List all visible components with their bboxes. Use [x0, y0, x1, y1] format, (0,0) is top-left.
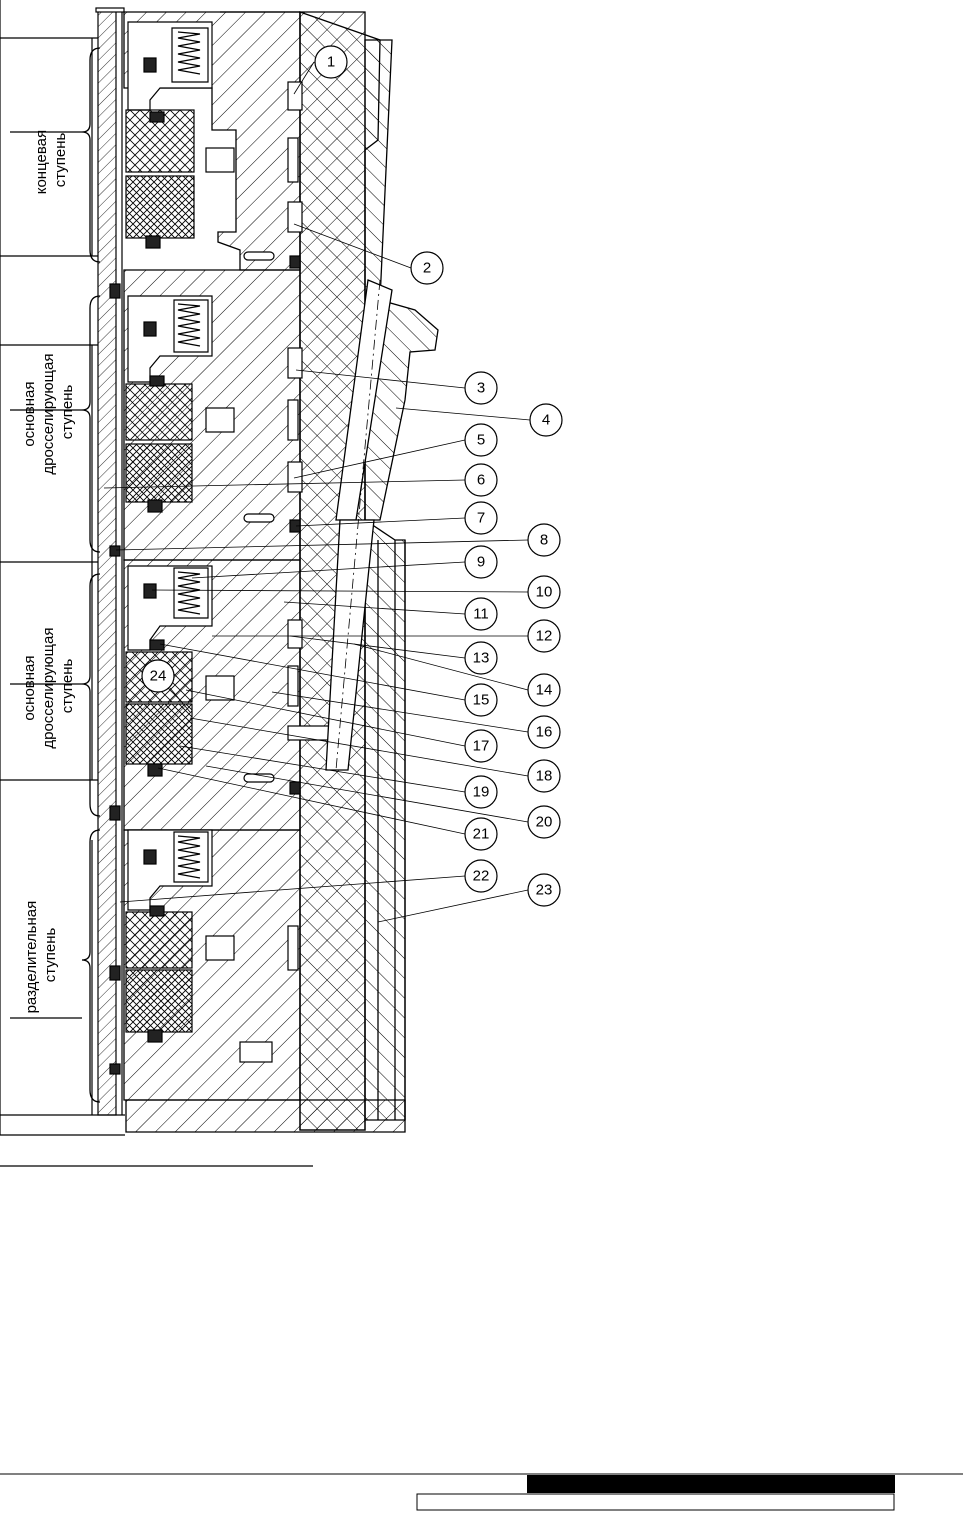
callout-7: 7 [465, 502, 497, 534]
svg-text:24: 24 [150, 668, 167, 685]
stage-label-main-1: основная дросселирующая ступень [21, 349, 76, 474]
svg-text:основная дросселирующая: основная дросселирующая ступень [21, 349, 76, 474]
callout-8: 8 [528, 524, 560, 556]
callout-6: 6 [465, 464, 497, 496]
svg-text:21: 21 [473, 826, 490, 843]
callout-15: 15 [465, 684, 497, 716]
callout-10: 10 [528, 576, 560, 608]
svg-text:22: 22 [473, 868, 490, 885]
svg-text:3: 3 [477, 380, 485, 397]
svg-text:7: 7 [477, 510, 485, 527]
footer-outline-box [417, 1494, 894, 1510]
svg-text:12: 12 [536, 628, 553, 645]
svg-text:4: 4 [542, 412, 550, 429]
footer-black-bar [527, 1475, 895, 1493]
callout-22: 22 [465, 860, 497, 892]
stage-label-main-2: основная дросселирующая ступень [21, 623, 76, 748]
callout-12: 12 [528, 620, 560, 652]
callout-3: 3 [465, 372, 497, 404]
svg-text:5: 5 [477, 432, 485, 449]
svg-text:18: 18 [536, 768, 553, 785]
page-footer [0, 1474, 963, 1510]
callout-24: 24 [142, 660, 174, 692]
callout-1: 1 [315, 46, 347, 78]
svg-text:20: 20 [536, 814, 553, 831]
svg-text:9: 9 [477, 554, 485, 571]
callout-16: 16 [528, 716, 560, 748]
svg-text:15: 15 [473, 692, 490, 709]
callout-9: 9 [465, 546, 497, 578]
callout-23: 23 [528, 874, 560, 906]
callout-13: 13 [465, 642, 497, 674]
svg-text:11: 11 [473, 606, 489, 623]
callout-17: 17 [465, 730, 497, 762]
svg-text:1: 1 [327, 54, 335, 71]
svg-text:10: 10 [536, 584, 553, 601]
svg-text:концевая ступень: концевая ступень [33, 126, 69, 195]
svg-text:6: 6 [477, 472, 485, 489]
svg-text:разделительная ступень: разделительная ступень [23, 897, 59, 1014]
callout-20: 20 [528, 806, 560, 838]
shaft-sleeve [96, 8, 124, 1115]
callout-5: 5 [465, 424, 497, 456]
stage-label-split: разделительная ступень [23, 897, 59, 1014]
callout-11: 11 [465, 598, 497, 630]
svg-text:17: 17 [473, 738, 490, 755]
svg-text:19: 19 [473, 784, 490, 801]
svg-text:14: 14 [536, 682, 553, 699]
callout-18: 18 [528, 760, 560, 792]
stage-label-end: концевая ступень [33, 126, 69, 195]
svg-text:8: 8 [540, 532, 548, 549]
svg-text:13: 13 [473, 650, 490, 667]
cover-flange [365, 40, 438, 1120]
callout-21: 21 [465, 818, 497, 850]
callout-2: 2 [411, 252, 443, 284]
callout-19: 19 [465, 776, 497, 808]
callout-4: 4 [530, 404, 562, 436]
svg-text:основная дросселирующая: основная дросселирующая ступень [21, 623, 76, 748]
svg-text:23: 23 [536, 882, 553, 899]
callout-14: 14 [528, 674, 560, 706]
svg-text:2: 2 [423, 260, 431, 277]
svg-text:16: 16 [536, 724, 553, 741]
